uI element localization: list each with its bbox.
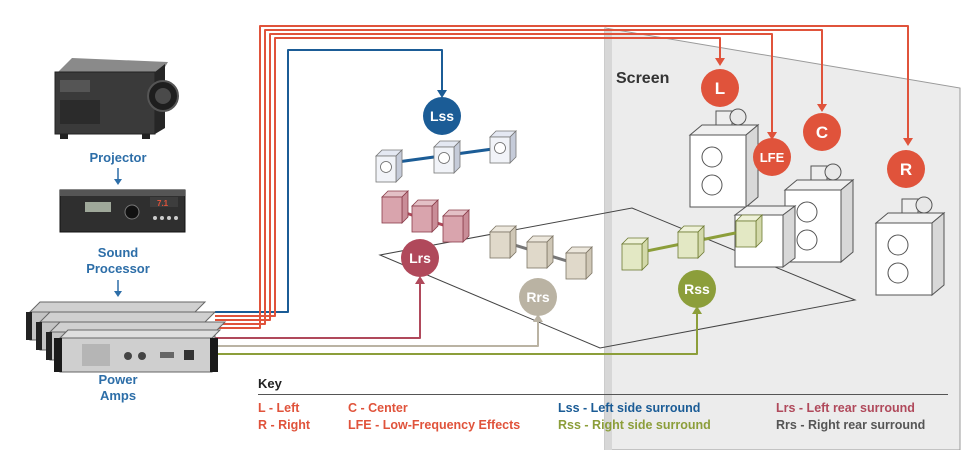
rrs-speaker-group [489,225,593,280]
lss-speaker-group [375,130,517,183]
speaker-label-c: C [803,113,841,151]
speaker-label-lrs: Lrs [401,239,439,277]
svg-text:L: L [715,79,725,98]
line-l [215,37,721,317]
processor-to-amps-arrow [114,280,122,297]
rss-speaker-group [621,214,763,271]
line-lrs [215,282,421,339]
key-lrs: Lrs - Left rear surround [776,401,915,415]
power-amps-label-line2: Amps [99,388,137,403]
speaker-label-r: R [887,150,925,188]
svg-text:Rss: Rss [684,281,710,297]
speaker-label-rss: Rss [678,270,716,308]
speaker-label-lss: Lss [423,97,461,135]
speaker-label-l: L [701,69,739,107]
sound-processor-label-line1: Sound [97,245,139,260]
power-amps-image [26,301,227,373]
projector-to-processor-arrow [114,168,122,185]
sound-processor-label-line2: Processor [86,261,150,276]
svg-text:C: C [816,123,828,142]
svg-text:Rrs: Rrs [526,289,550,305]
line-rrs [215,320,539,347]
svg-text:Lrs: Lrs [409,250,431,266]
line-c [215,29,823,325]
key-lss: Lss - Left side surround [558,401,701,415]
svg-text:Lss: Lss [430,108,454,124]
key-title: Key [258,376,282,391]
svg-text:R: R [900,160,912,179]
projector-label: Projector [89,150,147,165]
key-center: C - Center [348,401,408,415]
theater-floor [378,207,857,349]
key-right: R - Right [258,418,311,432]
key-rss: Rss - Right side surround [558,418,711,432]
lrs-speaker-group [381,190,470,243]
line-lfe [215,33,773,321]
line-r [215,25,909,329]
key-lfe: LFE - Low-Frequency Effects [348,418,521,432]
sound-processor-image: 7.1 [59,189,186,233]
signal-lines [215,25,909,355]
key-left: L - Left [258,401,300,415]
line-lss [215,49,443,313]
key-divider [258,394,948,395]
speaker-label-lfe: LFE [753,138,791,176]
power-amps-label-line1: Power [98,372,138,387]
projector-image [54,58,179,139]
key-rrs: Rrs - Right rear surround [776,418,926,432]
screen-label: Screen [616,70,669,87]
line-rss [215,312,698,355]
arrowheads [415,58,913,322]
speaker-label-rrs: Rrs [519,278,557,316]
processor-display: 7.1 [157,199,169,208]
svg-text:LFE: LFE [760,150,785,165]
